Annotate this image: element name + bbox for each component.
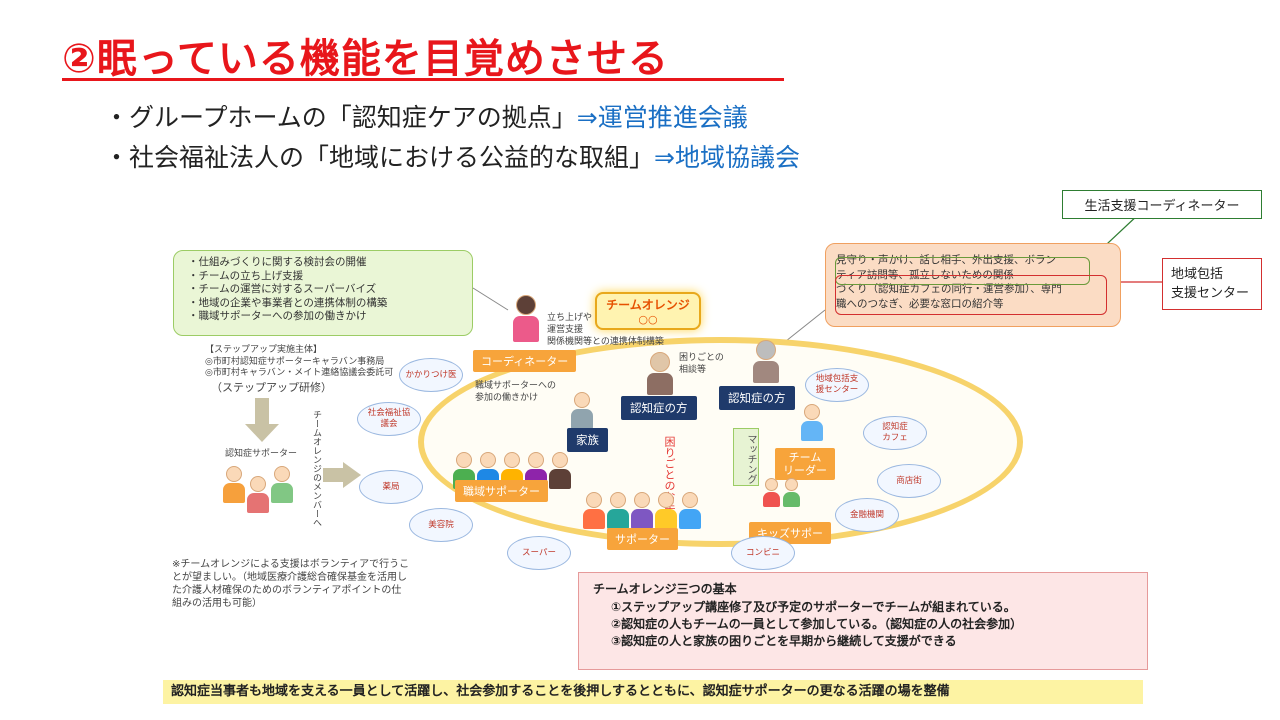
worry-consult-text: 困りごとの 相談等 bbox=[679, 353, 724, 375]
bullet-arrow-text: ⇒地域協議会 bbox=[654, 143, 800, 172]
stepup-training: （ステップアップ研修） bbox=[211, 381, 332, 394]
basics-item: ②認知症の人もチームの一員として参加している。（認知症の人の社会参加） bbox=[611, 617, 1023, 631]
basics-heading: チームオレンジ三つの基本 bbox=[593, 582, 737, 596]
support-item: ・職域サポーターへの参加の働きかけ bbox=[188, 310, 367, 322]
workplace-call-text: 職域サポーターへの 参加の働きかけ bbox=[475, 381, 557, 403]
person-supporter-row-a bbox=[583, 492, 605, 529]
bubble-family-doctor: かかりつけ医 bbox=[399, 358, 463, 392]
person-supporter-a bbox=[223, 466, 245, 503]
person-worker-e bbox=[549, 452, 571, 489]
three-basics-box: チームオレンジ三つの基本 ①ステップアップ講座修了及び予定のサポーターでチームが… bbox=[578, 572, 1148, 670]
down-arrow-head bbox=[245, 424, 279, 442]
label-matching: マッチング bbox=[733, 428, 759, 486]
footer-banner: 認知症当事者も地域を支える一員として活躍し、社会参加することを後押しするとともに… bbox=[163, 680, 1143, 704]
callout-coordinator: 生活支援コーディネーター bbox=[1062, 190, 1262, 219]
bullet-social-welfare: ・社会福祉法人の「地域における公益的な取組」⇒地域協議会 bbox=[104, 138, 800, 174]
bubble-dementia-cafe: 認知症 カフェ bbox=[863, 416, 927, 450]
team-orange-diagram: ・仕組みづくりに関する検討会の開催 ・チームの立ち上げ支援 ・チームの運営に対す… bbox=[163, 240, 1153, 715]
person-kid-a bbox=[763, 478, 780, 507]
support-item: ・地域の企業や事業者との連携体制の構築 bbox=[188, 296, 388, 309]
team-sub: ○○ bbox=[638, 313, 658, 326]
label-workplace-supporter: 職域サポーター bbox=[455, 480, 548, 502]
person-dementia-b bbox=[753, 340, 779, 383]
person-dementia-a bbox=[647, 352, 673, 395]
down-arrow-shaft bbox=[255, 398, 269, 426]
support-item: ・仕組みづくりに関する検討会の開催 bbox=[188, 256, 367, 268]
launch-support-text: 立ち上げや 運営支援 関係機関等との連携体制構築 bbox=[547, 313, 664, 347]
person-family bbox=[571, 392, 593, 429]
support-item: ・チームの立ち上げ支援 bbox=[188, 269, 304, 282]
person-leader bbox=[801, 404, 823, 441]
center-highlight bbox=[835, 275, 1107, 315]
green-box-connector bbox=[472, 287, 509, 311]
bubble-convenience-store: コンビニ bbox=[731, 536, 795, 570]
activity-line: ティア訪問等、孤立しないための関係 bbox=[836, 268, 1014, 281]
right-arrow-shaft bbox=[323, 468, 345, 482]
volunteer-note: ※チームオレンジによる支援はボランティアで行うことが望ましい。（地域医療介護総合… bbox=[172, 559, 410, 609]
bubble-beauty-salon: 美容院 bbox=[409, 508, 473, 542]
person-supporter-row-c bbox=[631, 492, 653, 529]
basics-item: ③認知症の人と家族の困りごとを早期から継続して支援ができる bbox=[611, 634, 957, 648]
leader-line: チーム bbox=[788, 451, 822, 464]
bullet-arrow-text: ⇒運営推進会議 bbox=[576, 103, 748, 132]
label-supporter: サポーター bbox=[607, 528, 678, 550]
bullet-text: ・社会福祉法人の「地域における公益的な取組」 bbox=[104, 143, 655, 172]
label-team-leader: チーム リーダー bbox=[775, 448, 835, 480]
page-title: ②眠っている機能を目覚めさせる bbox=[62, 36, 669, 82]
bullet-group-home: ・グループホームの「認知症ケアの拠点」⇒運営推進会議 bbox=[104, 98, 748, 134]
bubble-bank: 金融機関 bbox=[835, 498, 899, 532]
bubble-welfare-council: 社会福祉協 議会 bbox=[357, 402, 421, 436]
bubble-pharmacy: 薬局 bbox=[359, 470, 423, 504]
activity-line: づくり（認知症カフェの同行・運営参加）、専門 bbox=[836, 283, 1062, 295]
stepup-heading: 【ステップアップ実施主体】 bbox=[205, 345, 323, 355]
basics-item: ①ステップアップ講座修了及び予定のサポーターでチームが組まれている。 bbox=[611, 600, 1016, 614]
person-kid-b bbox=[783, 478, 800, 507]
support-list-box: ・仕組みづくりに関する検討会の開催 ・チームの立ち上げ支援 ・チームの運営に対す… bbox=[173, 250, 473, 336]
right-arrow-head bbox=[343, 462, 361, 488]
person-supporter-row-d bbox=[655, 492, 677, 529]
callout-line: 地域包括 bbox=[1171, 267, 1224, 282]
stepup-body-2: ◎市町村キャラバン・メイト連絡協議会委託可 bbox=[205, 368, 394, 378]
bullet-text: ・グループホームの「認知症ケアの拠点」 bbox=[104, 103, 577, 132]
label-family: 家族 bbox=[567, 428, 608, 452]
person-coordinator bbox=[513, 295, 539, 342]
person-supporter-row-b bbox=[607, 492, 629, 529]
team-orange-box: チームオレンジ ○○ bbox=[595, 292, 701, 330]
person-supporter-c bbox=[271, 466, 293, 503]
member-vertical-text: チームオレンジのメンバーへ bbox=[311, 410, 321, 527]
team-name: チームオレンジ bbox=[606, 298, 690, 312]
label-dementia-a: 認知症の方 bbox=[621, 396, 697, 420]
label-coordinator: コーディネーター bbox=[473, 350, 577, 372]
callout-support-center: 地域包括 支援センター bbox=[1162, 258, 1262, 310]
activity-line: 職へのつなぎ、必要な窓口の紹介等 bbox=[836, 297, 1004, 310]
support-item: ・チームの運営に対するスーパーバイズ bbox=[188, 283, 377, 295]
stepup-body-1: ◎市町村認知症サポーターキャラバン事務局 bbox=[205, 357, 385, 367]
bubble-supermarket: スーパー bbox=[507, 536, 571, 570]
community-ellipse bbox=[418, 337, 1023, 547]
supporter-caption: 認知症サポーター bbox=[225, 449, 298, 459]
bubble-shopping-street: 商店街 bbox=[877, 464, 941, 498]
callout-line: 支援センター bbox=[1171, 286, 1250, 301]
label-dementia-b: 認知症の方 bbox=[719, 386, 795, 410]
title-underline bbox=[62, 78, 784, 81]
person-supporter-b bbox=[247, 476, 269, 513]
leader-line: リーダー bbox=[783, 464, 827, 477]
bubble-support-center: 地域包括支 援センター bbox=[805, 368, 869, 402]
coordinator-highlight bbox=[835, 257, 1090, 285]
person-supporter-row-e bbox=[679, 492, 701, 529]
